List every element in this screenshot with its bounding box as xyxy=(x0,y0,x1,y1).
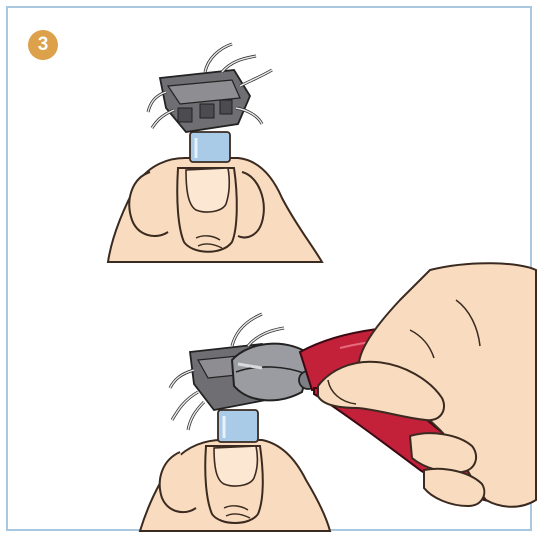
right-hand-icon xyxy=(318,263,536,507)
bottom-hand-icon xyxy=(140,440,330,531)
top-hand-icon xyxy=(108,158,322,262)
top-connector-icon xyxy=(148,44,272,162)
